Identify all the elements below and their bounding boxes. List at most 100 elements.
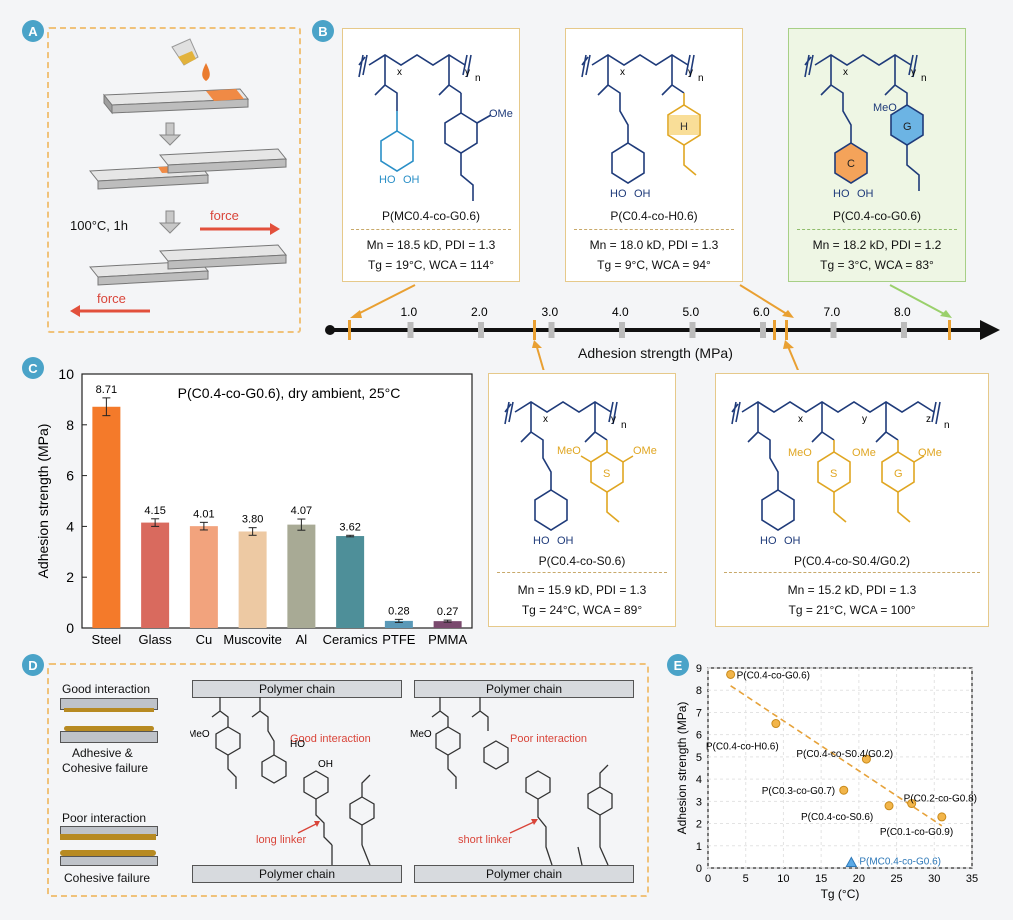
data-point: [726, 669, 736, 679]
cure-condition: 100°C, 1h: [70, 218, 128, 233]
short-linker-annotation: short linker: [458, 834, 512, 846]
polymer-name: P(MC0.4-co-G0.6): [381, 209, 481, 223]
subscript-label: x: [798, 414, 803, 425]
atom-label: OH: [784, 535, 801, 547]
marker-c-s-g: [785, 320, 788, 340]
arrow-down-icon: [158, 122, 182, 146]
cohesive-failure-label: Cohesive failure: [64, 871, 151, 885]
data-point: [907, 799, 917, 809]
x-tick-label: Ceramics: [323, 632, 378, 647]
polymer-name: P(C0.4-co-S0.4/G0.2): [793, 554, 911, 568]
polymer-name: P(C0.4-co-S0.6): [538, 554, 626, 568]
atom-label: OH: [857, 188, 874, 200]
axis-arrowhead: [980, 320, 1000, 340]
y-tick-label: 6: [696, 730, 702, 742]
subscript-label: y: [911, 67, 916, 78]
adhesive-layer-icon: [64, 708, 154, 712]
subscript-label: x: [843, 67, 848, 78]
bar: [238, 531, 267, 628]
axis-tick: [830, 322, 837, 338]
atom-label: OH: [634, 188, 651, 200]
subscript-label: n: [475, 73, 481, 84]
x-axis-title: Tg (°C): [821, 887, 860, 901]
y-tick-label: 3: [696, 796, 702, 808]
data-point: [771, 719, 781, 729]
axis-origin-dot: [325, 325, 335, 335]
data-label: 3.80: [242, 514, 263, 526]
plot-frame: [707, 667, 973, 869]
polymer-card-3: C G HO OH MeO x y n P(C0.4-co-G0.6) Mn =…: [788, 28, 966, 282]
y-tick-label: 0: [696, 863, 702, 875]
axis-tick: [548, 322, 555, 338]
atom-label: HO: [610, 188, 627, 200]
axis-tick-label: 6.0: [753, 305, 770, 319]
polymer-props-2: Tg = 3°C, WCA = 83°: [820, 258, 934, 272]
bar: [92, 406, 121, 628]
polymer-props-2: Tg = 24°C, WCA = 89°: [521, 603, 643, 617]
adhesive-layer-icon: [64, 726, 154, 731]
y-tick-label: 4: [696, 774, 702, 786]
point-label: P(C0.2-co-G0.8): [904, 794, 977, 805]
polymer-chain-bar: Polymer chain: [192, 865, 402, 883]
subscript-label: x: [397, 67, 402, 78]
axis-tick-label: 1.0: [401, 305, 418, 319]
point-label: P(C0.4-co-G0.6): [737, 670, 810, 681]
axis-tick: [407, 322, 414, 338]
subscript-label: n: [698, 73, 704, 84]
data-point: [839, 785, 849, 795]
polymer-props-1: Mn = 18.0 kD, PDI = 1.3: [589, 238, 719, 252]
data-point: [861, 754, 871, 764]
good-interaction-annotation: Good interaction: [290, 733, 371, 745]
polymer-props-2: Tg = 9°C, WCA = 94°: [597, 258, 711, 272]
ring-letter: S: [830, 468, 837, 480]
glass-slide-pair: [89, 148, 288, 190]
x-tick-label: 5: [743, 873, 749, 885]
polymer-card-5: S G MeO OMe OMe HO OH x y z n P(C0.4-co-…: [715, 373, 989, 627]
x-tick-label: 20: [853, 873, 865, 885]
atom-label: MeO: [190, 729, 210, 740]
x-tick-label: PTFE: [382, 632, 416, 647]
layered-slide-icon: [60, 731, 158, 743]
y-axis-title: Adhesion strength (MPa): [675, 702, 689, 835]
polymer-props-1: Mn = 15.2 kD, PDI = 1.3: [787, 583, 917, 597]
panel-a-box: [47, 27, 301, 333]
polymer-card-1: HO OH OMe x y n P(MC0.4-co-G0.6) Mn = 18…: [342, 28, 520, 282]
x-tick-label: Muscovite: [223, 632, 282, 647]
marker-c-s: [533, 320, 536, 340]
panel-d-box: [47, 663, 649, 897]
atom-label: MeO: [410, 729, 432, 740]
subscript-label: y: [862, 414, 867, 425]
ring-letter: G: [903, 121, 912, 133]
point-label: P(C0.4-co-S0.6): [801, 812, 873, 823]
arrow-down-icon: [158, 210, 182, 234]
atom-label: HO: [833, 188, 850, 200]
polymer-chain-bar: Polymer chain: [414, 680, 634, 698]
long-linker-annotation: long linker: [256, 834, 306, 846]
panel-c-label: C: [22, 357, 44, 379]
marker-mc-g: [348, 320, 351, 340]
force-left-arrow: [70, 305, 150, 317]
structure-c-s-g: S G MeO OMe OMe HO OH x y z n: [731, 401, 950, 547]
bar: [384, 620, 413, 628]
y-tick-label: 10: [58, 366, 74, 382]
data-label: 0.27: [437, 606, 458, 618]
structure-c-s: S MeO OMe HO OH x y n: [504, 401, 657, 547]
data-point: [937, 812, 947, 822]
axis-title: Adhesion strength (MPa): [578, 345, 733, 361]
glass-slide-top: [102, 88, 250, 115]
x-tick-label: 25: [890, 873, 902, 885]
data-label: 3.62: [339, 521, 360, 533]
glass-slide-pulled: [89, 244, 288, 286]
ring-letter: H: [680, 121, 688, 133]
ring-letter: S: [603, 468, 610, 480]
force-right-arrow: [200, 223, 280, 235]
x-tick-label: PMMA: [428, 632, 467, 647]
plot-frame: [81, 373, 473, 629]
atom-label: OMe: [918, 447, 942, 459]
bar: [189, 526, 218, 628]
atom-label: MeO: [557, 445, 581, 457]
marker-c-h: [773, 320, 776, 340]
ring-letter: C: [847, 158, 855, 170]
card-separator: [797, 229, 957, 230]
